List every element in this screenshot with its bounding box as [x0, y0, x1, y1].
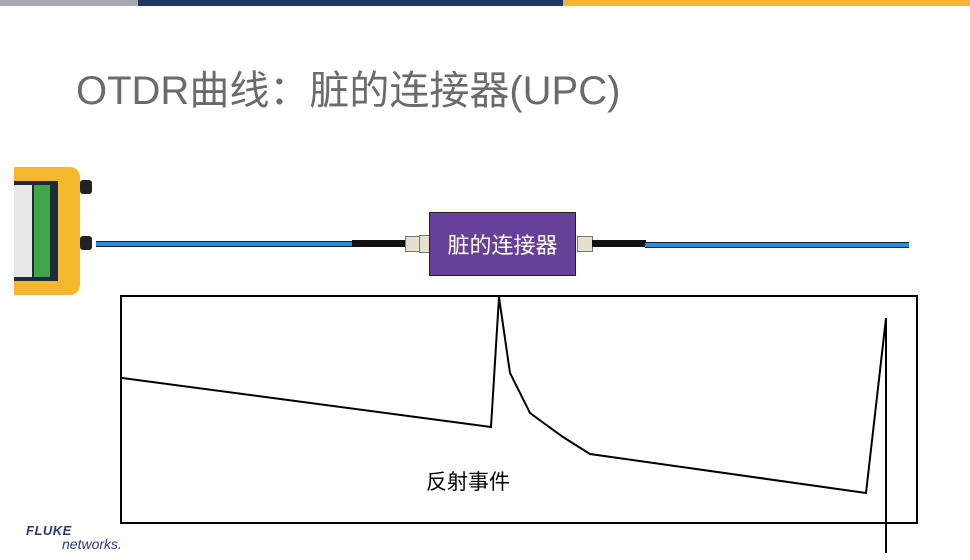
top-bar-gold [563, 0, 970, 6]
logo-line1: FLUKE [26, 523, 72, 538]
logo-line2: networks. [62, 536, 122, 552]
otdr-trace-line [121, 296, 887, 553]
fiber-cable-right [645, 242, 909, 248]
top-bar-navy [138, 0, 563, 6]
top-bar-gray [0, 0, 138, 6]
trace-frame [120, 295, 918, 524]
connector-boot-left [352, 240, 406, 247]
otdr-device-icon [14, 167, 80, 295]
slide-title: OTDR曲线：脏的连接器(UPC) [76, 69, 621, 113]
fluke-networks-logo: FLUKE networks. [26, 524, 122, 551]
connector-boot-right [592, 240, 646, 247]
dirty-connector-label: 脏的连接器 [429, 212, 576, 276]
reflective-event-label: 反射事件 [426, 471, 510, 494]
fiber-cable-left [96, 241, 356, 247]
device-port-icon [80, 180, 92, 194]
device-port-icon [80, 236, 92, 250]
